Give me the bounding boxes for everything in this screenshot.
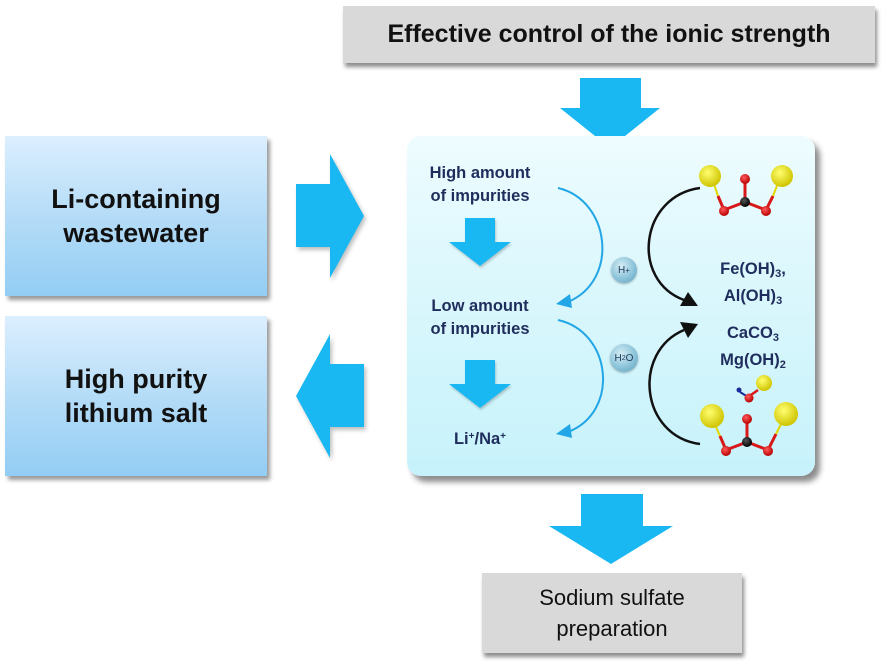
stage-low-impurities: Low amount of impurities xyxy=(412,295,548,341)
stage-high-line1: High amount xyxy=(429,164,531,182)
sodium-sulfate-box: Sodium sulfate preparation xyxy=(482,573,742,653)
input-box-line2: wastewater xyxy=(63,218,209,248)
blue-curve-arrowhead-icon xyxy=(556,294,572,308)
black-curve-arrowhead-icon xyxy=(680,322,698,338)
precipitate-group-ca-mg: CaCO3 Mg(OH)2 xyxy=(698,322,808,376)
down-arrow-icon xyxy=(560,78,660,148)
title-text: Effective control of the ionic strength xyxy=(387,20,831,48)
water-o: O xyxy=(625,352,634,364)
output-box-lithium-salt: High purity lithium salt xyxy=(5,316,267,476)
ion-separator: / xyxy=(474,430,480,448)
blue-curve-arrowhead-icon xyxy=(556,424,572,438)
ion-li-charge: + xyxy=(468,431,475,442)
left-arrow-icon xyxy=(296,334,364,458)
stage-high-impurities: High amount of impurities xyxy=(412,162,548,208)
ion-na: Na xyxy=(479,430,501,448)
footer-line2: preparation xyxy=(556,616,668,641)
stage-low-line2: of impurities xyxy=(430,320,530,338)
output-box-line2: lithium salt xyxy=(64,398,208,428)
proton-symbol: H xyxy=(618,264,626,276)
footer-line1: Sodium sulfate xyxy=(539,585,685,610)
input-box-li-wastewater: Li-containing wastewater xyxy=(5,136,267,296)
precipitate-group-hydroxides: Fe(OH)3, Al(OH)3 xyxy=(698,258,808,312)
precipitate-caco3: CaCO3 xyxy=(727,324,779,344)
final-ions-label: Li+/Na+ xyxy=(430,425,530,451)
stage-high-line2: of impurities xyxy=(430,187,530,205)
precipitate-mg-oh2: Mg(OH)2 xyxy=(720,351,786,371)
down-arrow-icon xyxy=(549,494,673,564)
input-box-line1: Li-containing xyxy=(51,184,221,214)
precipitate-al-oh3: Al(OH)3 xyxy=(723,287,783,307)
small-down-arrow-icon xyxy=(449,360,511,408)
water-h: H xyxy=(614,352,622,364)
water-sub: 2 xyxy=(621,354,626,362)
stage-low-line1: Low amount xyxy=(431,297,529,315)
precipitate-fe-oh3: Fe(OH)3, xyxy=(720,260,786,280)
title-box: Effective control of the ionic strength xyxy=(343,6,875,63)
carbonate-hydroxide-molecule-icon xyxy=(700,375,798,456)
output-box-line1: High purity xyxy=(64,364,208,394)
right-arrow-icon xyxy=(296,154,364,278)
small-down-arrow-icon xyxy=(449,218,511,266)
carbonate-molecule-icon xyxy=(699,165,793,216)
proton-bubble-icon: H+ xyxy=(611,257,637,283)
ion-li: Li xyxy=(453,430,469,448)
black-curve-arrowhead-icon xyxy=(680,292,698,306)
ion-na-charge: + xyxy=(500,431,507,442)
proton-charge: + xyxy=(625,265,630,275)
